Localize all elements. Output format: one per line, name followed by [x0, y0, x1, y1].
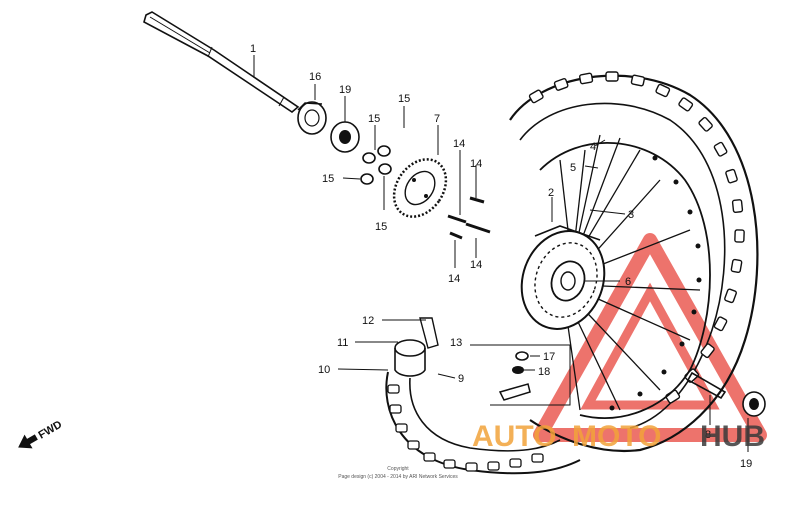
callout-19: 19: [339, 84, 351, 96]
brake-disc-part-7: [392, 158, 448, 218]
rim: [539, 142, 711, 419]
callout-labels: 1 16 19 15 15 15 15 7 14 14 14 14 4 5 2 …: [250, 43, 752, 470]
callout-11: 11: [337, 337, 348, 349]
callout-4: 4: [590, 141, 596, 153]
bearing-part-16: [297, 101, 327, 135]
watermark-moto: MOTO: [572, 420, 661, 453]
watermark-text: AUTO MOTO HUB: [472, 420, 765, 453]
copyright-line2: Page design (c) 2004 - 2014 by ARI Netwo…: [338, 474, 458, 480]
callout-14: 14: [448, 273, 460, 285]
callout-15: 15: [375, 221, 387, 233]
leader-lines: [253, 55, 749, 452]
valve-part-13: [490, 344, 571, 406]
callout-15: 15: [398, 93, 410, 105]
pins-part-14: [447, 196, 491, 240]
nuts-part-15: [360, 145, 392, 185]
callout-17: 17: [543, 351, 555, 363]
callout-9: 9: [458, 373, 464, 385]
hub-part-6: [520, 225, 606, 330]
tire-part-8: [509, 71, 759, 452]
callout-19: 19: [740, 458, 752, 470]
callout-18: 18: [538, 366, 550, 378]
callout-14: 14: [453, 138, 465, 150]
callout-15: 15: [322, 173, 334, 185]
copyright-line1: Copyright: [387, 466, 409, 472]
callout-8: 8: [705, 429, 711, 441]
callout-12: 12: [362, 315, 374, 327]
watermark-auto: AUTO: [472, 420, 556, 453]
callout-13: 13: [450, 337, 462, 349]
callout-16: 16: [309, 71, 321, 83]
callout-2: 2: [548, 187, 554, 199]
callout-7: 7: [434, 113, 440, 125]
axle-part: [143, 11, 300, 113]
bearing-part-19-left: [330, 121, 360, 153]
callout-14: 14: [470, 259, 482, 271]
fwd-arrow: FWD: [18, 419, 64, 449]
callout-14: 14: [470, 158, 482, 170]
callout-15: 15: [368, 113, 380, 125]
fwd-label: FWD: [36, 419, 64, 442]
copyright: Copyright Page design (c) 2004 - 2014 by…: [338, 466, 458, 480]
callout-5: 5: [570, 162, 576, 174]
callout-6: 6: [625, 276, 631, 288]
callout-10: 10: [318, 364, 330, 376]
tire-part-10: [385, 371, 581, 475]
callout-1: 1: [250, 43, 256, 55]
tube-part-11: [394, 317, 439, 377]
watermark-logo: [533, 233, 767, 442]
bearing-part-19-right: [742, 391, 766, 417]
callout-3: 3: [628, 209, 634, 221]
spacer-part-8: [686, 371, 727, 400]
watermark-hub: HUB: [700, 420, 765, 453]
